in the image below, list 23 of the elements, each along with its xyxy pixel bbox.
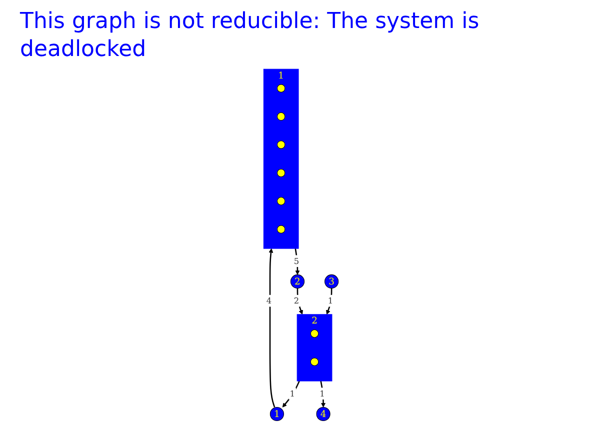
node-circle	[310, 358, 319, 366]
node-circle	[310, 330, 319, 338]
node-circle: 1	[270, 406, 284, 422]
edge-label: 4	[266, 296, 272, 306]
node-circle: 4	[316, 406, 330, 422]
node-circle: 2	[290, 274, 305, 288]
node-circle	[276, 168, 286, 178]
node-circle	[276, 84, 286, 92]
arrow	[268, 248, 276, 408]
arrow	[282, 380, 300, 408]
cluster: 1	[263, 68, 299, 249]
edge-label: 2	[294, 296, 300, 306]
node-circle: 3	[324, 274, 339, 288]
node-circle	[276, 140, 286, 149]
edge-label: 1	[290, 388, 295, 398]
node-circle	[276, 112, 286, 121]
edge-label: 1	[320, 388, 325, 398]
node-circle	[276, 225, 286, 234]
edge-label: 1	[328, 296, 334, 306]
cluster: 2	[296, 314, 332, 382]
node-circle	[276, 197, 286, 206]
slide-title: This graph is not reducible: The system is deadlocked	[20, 8, 480, 63]
edge-label: 5	[294, 256, 300, 266]
